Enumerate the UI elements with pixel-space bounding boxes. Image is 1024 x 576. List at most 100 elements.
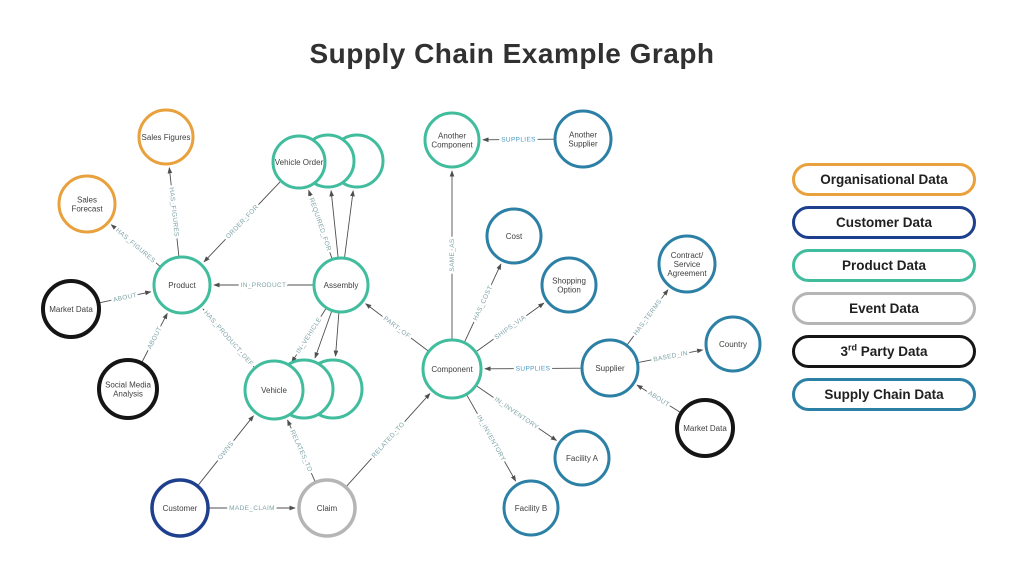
- node-vehicle: Vehicle: [243, 359, 305, 421]
- edge-label-has_figures: HAS_FIGURES: [167, 187, 179, 237]
- node-product: Product: [152, 255, 212, 315]
- node-market-data-left: Market Data: [41, 279, 101, 339]
- edge-assembly-product: IN_PRODUCT: [213, 280, 313, 292]
- edge-label-in_vehicle: IN_VEHICLE: [295, 316, 323, 355]
- node-market-data-right: Market Data: [675, 398, 735, 458]
- edge-label-has_terms: HAS_TERMS: [632, 298, 663, 337]
- node-label: Supplier: [595, 364, 625, 373]
- edge-label-related_to: RELATED_TO: [371, 421, 407, 460]
- legend-pill-3rd-party-data: 3rd Party Data: [792, 335, 976, 368]
- node-cost: Cost: [485, 207, 543, 265]
- node-label: Facility B: [515, 504, 547, 513]
- edge-market-data-right-supplier: ABOUT: [636, 384, 681, 413]
- edge-label-in_inventory: IN_INVENTORY: [475, 414, 507, 463]
- node-label: Market Data: [49, 305, 93, 314]
- node-label: Sales Figures: [142, 133, 191, 142]
- legend-label: Supply Chain Data: [824, 387, 944, 402]
- legend-pill-customer-data: Customer Data: [792, 206, 976, 239]
- node-customer: Customer: [150, 478, 210, 538]
- edge-supplier-contract-service-agreement: HAS_TERMS: [626, 289, 669, 345]
- node-supplier: Supplier: [580, 338, 640, 398]
- node-facility-a: Facility A: [553, 429, 611, 487]
- node-label: Country: [719, 340, 747, 349]
- edge-vehicle-product: HAS_PRODUCT_DEF: [200, 307, 257, 370]
- edge-claim-component: RELATED_TO: [346, 392, 431, 487]
- node-sales-figures: Sales Figures: [137, 108, 195, 166]
- legend: Organisational Data Customer Data Produc…: [792, 163, 976, 413]
- edge-label-ships_via: SHIPS_VIA: [493, 314, 527, 341]
- edge-label-has_cost: HAS_COST: [472, 285, 494, 322]
- edge-claim-vehicle: RELATES_TO: [286, 419, 316, 482]
- node-assembly: Assembly: [312, 256, 370, 314]
- edge-assembly-vehicle-c: [333, 312, 340, 357]
- legend-label: Event Data: [849, 301, 919, 316]
- node-label: Assembly: [324, 281, 359, 290]
- edge-label-based_in: BASED_IN: [653, 350, 689, 364]
- edge-social-media-analysis-product: ABOUT: [141, 312, 168, 363]
- edge-customer-vehicle: OWNS: [197, 415, 254, 486]
- node-label: Product: [168, 281, 196, 290]
- node-label: Customer: [163, 504, 198, 513]
- edge-label-about: ABOUT: [646, 390, 670, 409]
- edge-label-about: ABOUT: [146, 326, 163, 351]
- node-claim: Claim: [297, 478, 357, 538]
- edge-component-shopping-option: SHIPS_VIA: [476, 302, 545, 352]
- edge-assembly-vehicle: IN_VEHICLE: [291, 308, 327, 363]
- node-vehicle-order: Vehicle Order: [271, 134, 327, 190]
- edge-label-relates_to: RELATES_TO: [288, 429, 313, 473]
- edge-label-supplies: SUPPLIES: [516, 365, 551, 372]
- edge-market-data-left-product: ABOUT: [99, 289, 152, 306]
- node-label: Market Data: [683, 424, 727, 433]
- legend-pill-product-data: Product Data: [792, 249, 976, 282]
- edge-component-cost: HAS_COST: [464, 263, 502, 342]
- node-label: Facility A: [566, 454, 599, 463]
- legend-pill-supply-chain-data: Supply Chain Data: [792, 378, 976, 411]
- legend-pill-organisational-data: Organisational Data: [792, 163, 976, 196]
- edge-label-required_for: REQUIRED_FOR: [308, 197, 333, 252]
- edge-label-order_for: ORDER_FOR: [225, 204, 260, 241]
- edge-component-assembly: PART_OF: [365, 303, 429, 352]
- node-label: Vehicle: [261, 386, 287, 395]
- legend-label: Customer Data: [835, 215, 933, 230]
- edge-assembly-vehicle-b: [314, 311, 333, 359]
- edge-label-owns: OWNS: [217, 440, 236, 462]
- edge-assembly-vehicle-order-b: [329, 190, 339, 258]
- edge-customer-claim: MADE_CLAIM: [209, 503, 296, 515]
- edge-another-supplier-another-component: SUPPLIES: [482, 134, 555, 146]
- node-country: Country: [704, 315, 762, 373]
- edge-assembly-vehicle-order: REQUIRED_FOR: [305, 189, 335, 259]
- node-label: Component: [431, 365, 473, 374]
- edge-label-in_inventory: IN_INVENTORY: [493, 396, 540, 431]
- edge-component-another-component: SAME_AS: [447, 170, 459, 339]
- node-label: Vehicle Order: [275, 158, 324, 167]
- legend-label: Organisational Data: [820, 172, 948, 187]
- edge-label-made_claim: MADE_CLAIM: [229, 505, 275, 512]
- edge-label-same_as: SAME_AS: [449, 238, 456, 271]
- node-facility-b: Facility B: [502, 479, 560, 537]
- edge-label-in_product: IN_PRODUCT: [241, 282, 287, 289]
- edge-label-has_figures: HAS_FIGURES: [114, 227, 157, 265]
- edge-supplier-component: SUPPLIES: [484, 363, 582, 375]
- page-title: Supply Chain Example Graph: [309, 38, 715, 69]
- edge-supplier-country: BASED_IN: [638, 347, 704, 366]
- edge-label-part_of: PART_OF: [382, 315, 412, 340]
- edge-label-supplies: SUPPLIES: [501, 136, 536, 143]
- edge-product-sales-figures: HAS_FIGURES: [165, 167, 182, 257]
- edge-label-has_product_def: HAS_PRODUCT_DEF: [202, 310, 254, 368]
- legend-pill-event-data: Event Data: [792, 292, 976, 325]
- edge-assembly-vehicle-order-c: [344, 189, 355, 258]
- legend-label: 3rd Party Data: [840, 342, 928, 359]
- edge-label-about: ABOUT: [113, 292, 138, 304]
